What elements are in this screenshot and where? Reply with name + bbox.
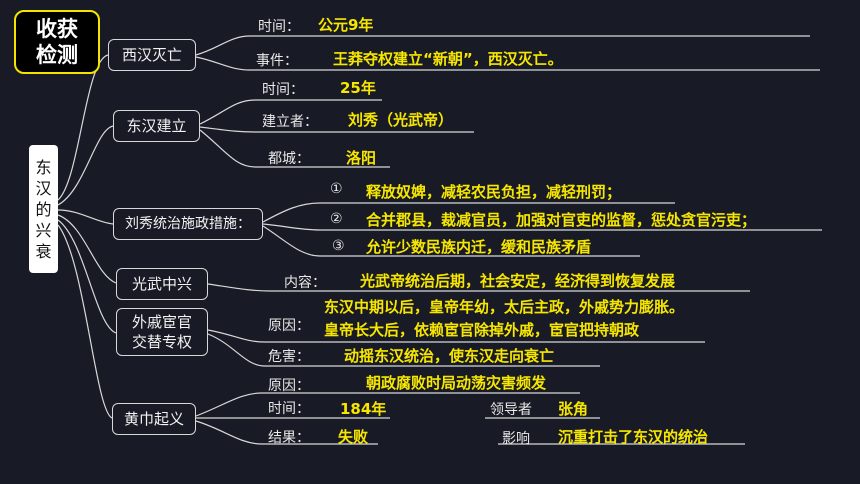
- huangjin-result-label: 结果：: [268, 430, 310, 446]
- node-xihan: 西汉灭亡: [108, 39, 196, 71]
- node-zhongxing: 光武中兴: [116, 268, 208, 300]
- huangjin-impact-label: 影响: [502, 431, 530, 447]
- node-huangjin: 黄巾起义: [112, 403, 196, 435]
- waiqi-harm-label: 危害：: [268, 349, 310, 365]
- connector-root-xihan: [57, 54, 109, 201]
- liuxiu-item-3-text: 允许少数民族内迁，缓和民族矛盾: [366, 238, 592, 256]
- node-liuxiu-title: 刘秀统治施政措施：: [125, 215, 251, 232]
- connector-zhongxing-content: [207, 283, 750, 292]
- connector-root-donghan: [57, 125, 114, 206]
- connector-huangjin-result: [195, 420, 745, 445]
- connector-donghan-time: [199, 99, 382, 125]
- huangjin-time-value: 184年: [340, 400, 387, 418]
- node-zhongxing-title: 光武中兴: [131, 274, 192, 293]
- node-huangjin-title: 黄巾起义: [123, 409, 184, 428]
- badge-harvest-test: 收获 检测: [14, 10, 100, 74]
- node-waiqi-title-line-2: 交替专权: [131, 333, 192, 351]
- donghan-capital-value: 洛阳: [346, 149, 377, 167]
- connector-donghan-capital: [199, 129, 390, 168]
- root-char: 汉: [35, 178, 52, 198]
- root-char: 的: [35, 199, 52, 219]
- huangjin-impact-value: 沉重打击了东汉的统治: [558, 428, 709, 446]
- liuxiu-item-1-text: 释放奴婢，减轻农民负担，减轻刑罚；: [366, 183, 622, 201]
- root-node: 东 汉 的 兴 衰: [29, 145, 58, 273]
- connector-liuxiu-1: [262, 202, 675, 223]
- badge-line-1: 收获: [36, 17, 78, 41]
- connector-xihan-time: [195, 35, 810, 56]
- waiqi-cause-line-2: 皇帝长大后，依赖宦官除掉外戚，宦官把持朝政: [324, 321, 640, 339]
- root-char: 衰: [35, 241, 52, 261]
- node-waiqi: 外戚宦官 交替专权: [116, 308, 208, 356]
- connector-root-waiqi: [57, 219, 117, 334]
- connector-liuxiu-2: [262, 223, 822, 231]
- connector-donghan-founder: [199, 126, 474, 133]
- xihan-event-label: 事件：: [256, 53, 298, 69]
- huangjin-cause-value: 朝政腐败时局动荡灾害频发: [366, 374, 547, 392]
- donghan-capital-label: 都城：: [268, 151, 310, 167]
- connector-root-liuxiu: [57, 209, 114, 225]
- liuxiu-item-2-number: ②: [330, 211, 343, 227]
- connector-waiqi-harm: [207, 333, 600, 367]
- xihan-time-value: 公元9年: [318, 16, 374, 34]
- connector-root-huangjin: [57, 224, 113, 419]
- huangjin-time-label: 时间：: [268, 401, 310, 417]
- liuxiu-item-1-number: ①: [330, 181, 343, 197]
- root-char: 东: [35, 157, 52, 177]
- donghan-founder-value: 刘秀（光武帝）: [348, 111, 454, 129]
- huangjin-result-value: 失败: [338, 428, 369, 446]
- connector-xihan-event: [195, 56, 820, 71]
- xihan-time-label: 时间：: [258, 19, 300, 35]
- node-xihan-title: 西汉灭亡: [121, 45, 182, 64]
- node-donghan-title: 东汉建立: [126, 116, 187, 135]
- liuxiu-item-2-text: 合并郡县，裁减官员，加强对官吏的监督，惩处贪官污吏；: [366, 211, 757, 229]
- donghan-time-value: 25年: [340, 79, 376, 97]
- connector-root-zhongxing: [57, 214, 117, 284]
- connector-huangjin-cause: [195, 392, 580, 417]
- donghan-founder-label: 建立者：: [262, 114, 318, 130]
- node-waiqi-title-line-1: 外戚宦官: [131, 312, 192, 331]
- liuxiu-item-3-number: ③: [332, 238, 345, 254]
- waiqi-cause-line-1: 东汉中期以后，皇帝年幼，太后主政，外戚势力膨胀。: [324, 298, 685, 316]
- badge-line-2: 检测: [36, 43, 78, 67]
- zhongxing-content-label: 内容：: [284, 275, 326, 291]
- huangjin-cause-label: 原因：: [268, 378, 310, 394]
- huangjin-leader-value: 张角: [558, 400, 589, 418]
- huangjin-leader-label: 领导者: [490, 402, 532, 418]
- waiqi-cause-label: 原因：: [268, 318, 310, 334]
- waiqi-harm-value: 动摇东汉统治，使东汉走向衰亡: [344, 347, 555, 365]
- connector-liuxiu-3: [262, 225, 640, 257]
- node-liuxiu: 刘秀统治施政措施：: [113, 208, 263, 240]
- donghan-time-label: 时间：: [262, 82, 304, 98]
- connector-waiqi-cause: [207, 329, 705, 343]
- xihan-event-value: 王莽夺权建立“新朝”，西汉灭亡。: [333, 50, 563, 68]
- node-donghan: 东汉建立: [113, 110, 200, 142]
- root-char: 兴: [35, 220, 52, 240]
- zhongxing-content-value: 光武帝统治后期，社会安定，经济得到恢复发展: [360, 272, 676, 290]
